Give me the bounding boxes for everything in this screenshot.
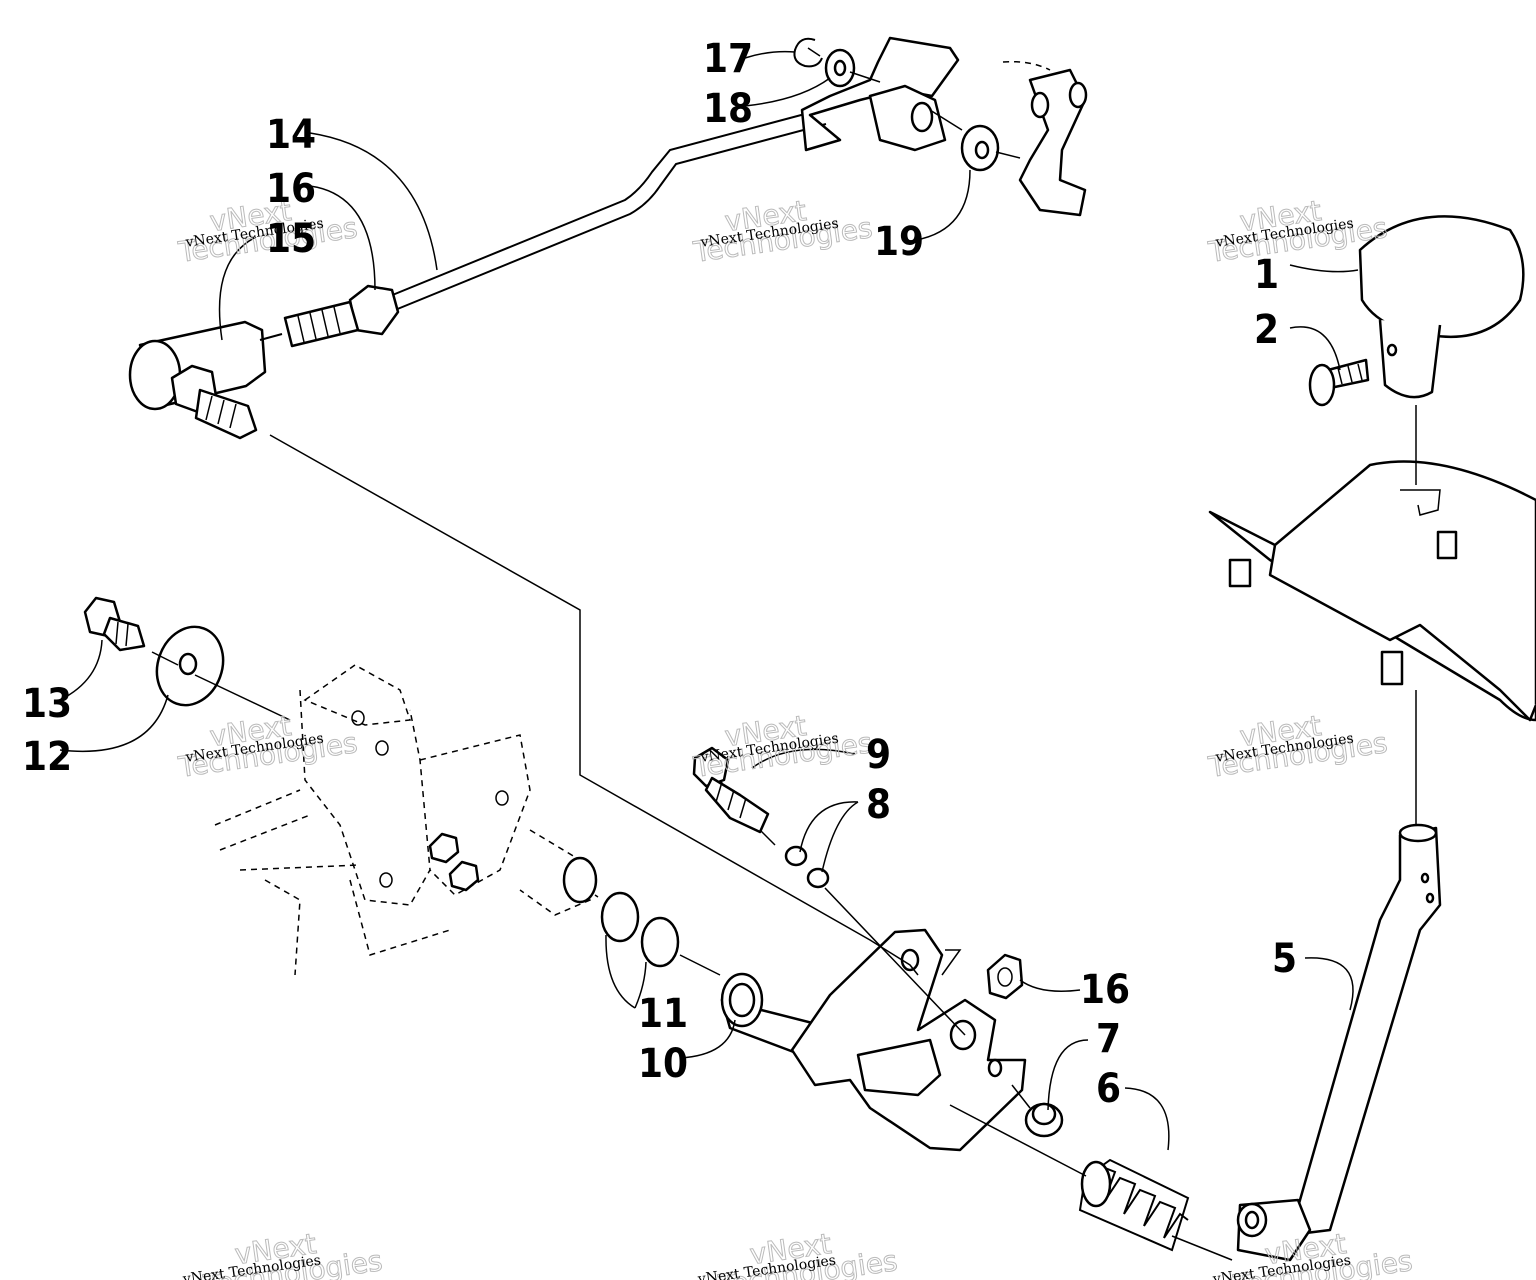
callout-8: 8: [866, 782, 891, 828]
callout-16-lower: 16: [1080, 967, 1130, 1013]
watermark-mid-right: Technologies vNext vNext Technologies: [1205, 709, 1390, 785]
callout-1: 1: [1254, 252, 1279, 298]
callout-10: 10: [638, 1041, 688, 1087]
watermark-bottom-left: Technologies vNext vNext Technologies: [181, 1227, 385, 1280]
lock-nut-16: [986, 953, 1024, 1000]
callout-11: 11: [638, 991, 688, 1037]
leader-lines: [59, 50, 1359, 1151]
shift-rod: [283, 36, 960, 348]
callout-19: 19: [874, 219, 924, 265]
washer-12: [155, 625, 225, 707]
callout-13: 13: [22, 681, 72, 727]
clip-17: [793, 37, 823, 68]
spring: [1078, 1158, 1190, 1252]
neutral-switch: [692, 746, 770, 834]
shift-arm-pin: [1002, 60, 1088, 217]
shift-lever: [1236, 823, 1442, 1262]
pivot-bracket: [790, 928, 1027, 1152]
callout-5: 5: [1272, 936, 1297, 982]
ball-joint: [128, 320, 267, 440]
shift-gate-plate: [1208, 460, 1536, 722]
callout-7: 7: [1096, 1016, 1121, 1062]
callout-labels: 1 2 5 6 7 8 9 10 11 12 13 14 15 16 16 17…: [22, 36, 1297, 1112]
o-ring-8b: [806, 867, 830, 889]
assembly-lines: [151, 71, 1417, 1261]
callout-18: 18: [703, 86, 753, 132]
callout-9: 9: [866, 732, 891, 778]
callout-2: 2: [1254, 307, 1279, 353]
bolt-13: [83, 596, 146, 652]
callout-15: 15: [266, 216, 316, 262]
watermark-bottom-right: Technologies vNext vNext Technologies: [1211, 1227, 1415, 1280]
watermark-mid-left: Technologies vNext vNext Technologies: [175, 709, 360, 785]
flange-nut-7: [1024, 1102, 1064, 1138]
o-ring-11b: [640, 916, 680, 968]
frame-bracket: [214, 664, 598, 976]
callout-6: 6: [1096, 1066, 1121, 1112]
watermark-top-right: Technologies vNext vNext Technologies: [1205, 194, 1390, 270]
callout-17: 17: [703, 36, 753, 82]
knob-screw: [1308, 358, 1370, 407]
watermark-bottom-center: Technologies vNext vNext Technologies: [696, 1227, 900, 1280]
shift-knob: [1358, 215, 1525, 399]
o-ring-11a: [600, 891, 640, 943]
callout-14: 14: [266, 112, 316, 158]
callout-12: 12: [22, 734, 72, 780]
washer-18: [824, 48, 856, 88]
watermark-mid-center: Technologies vNext vNext Technologies: [690, 709, 875, 785]
o-ring-8a: [784, 845, 808, 867]
washer-19: [960, 124, 1000, 172]
callout-16-upper: 16: [266, 166, 316, 212]
watermark-top-center: Technologies vNext vNext Technologies: [690, 194, 875, 270]
